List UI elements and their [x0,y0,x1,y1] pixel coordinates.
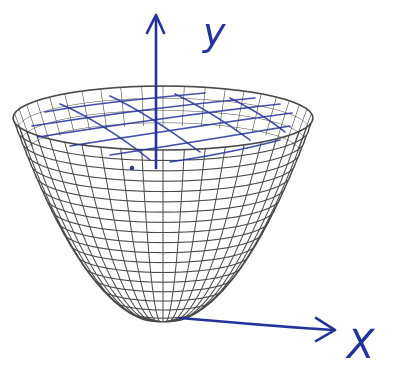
mesh-meridian-back [141,86,144,127]
mesh-meridian-back [201,87,206,127]
hatch-stroke [59,103,151,161]
mesh-meridian [162,149,185,323]
mesh-meridian-back [36,100,49,140]
mesh-meridian-back [219,88,226,129]
mesh-meridian-back [81,91,90,131]
mesh-meridian [162,138,277,323]
mesh-meridian-back [293,108,308,147]
mesh-meridian-back [297,113,312,151]
x-axis-line [178,316,335,332]
mesh-meridian [36,135,164,323]
mesh-meridian-back [236,91,245,131]
x-axis-label: X [345,322,376,368]
top-surface-hatching [31,92,293,171]
mesh-meridian-back [120,87,125,127]
mesh-meridian-back [277,100,290,140]
mesh-meridian [64,142,164,323]
mesh-meridian-back [49,96,61,136]
mesh-meridian [162,135,290,323]
y-axis-label: y [202,10,226,54]
mesh-meridian-back [100,88,107,129]
hatch-stroke [109,125,291,156]
mesh-meridian [162,147,226,323]
mesh-meridian [120,148,164,323]
mesh-meridian [141,149,164,323]
mesh-meridian [162,142,262,323]
mesh-meridian [162,144,245,323]
mesh-meridian [162,148,206,323]
mesh-meridian-back [14,113,29,151]
hatch-stroke [174,93,251,141]
mesh-meridian-back [64,93,75,133]
paraboloid-wireframe [12,85,314,323]
mesh-meridian [100,147,164,323]
x-axis-arrowhead [314,316,337,343]
hatch-stroke [31,97,256,127]
hatch-stroke [229,97,286,133]
mesh-meridian [49,138,164,323]
hatch-stroke [69,112,293,147]
mesh-meridian-back [18,108,33,147]
hatch-stroke [44,92,206,113]
mesh-meridian [81,144,164,323]
mesh-meridian-back [26,104,40,143]
mesh-meridian [162,126,308,323]
hatch-stroke [169,139,281,163]
mesh-meridian [12,117,164,323]
origin-dot [129,165,135,171]
mesh-meridian-back [286,104,300,143]
mesh-meridian [162,131,300,323]
y-axis-arrowhead [145,13,166,35]
